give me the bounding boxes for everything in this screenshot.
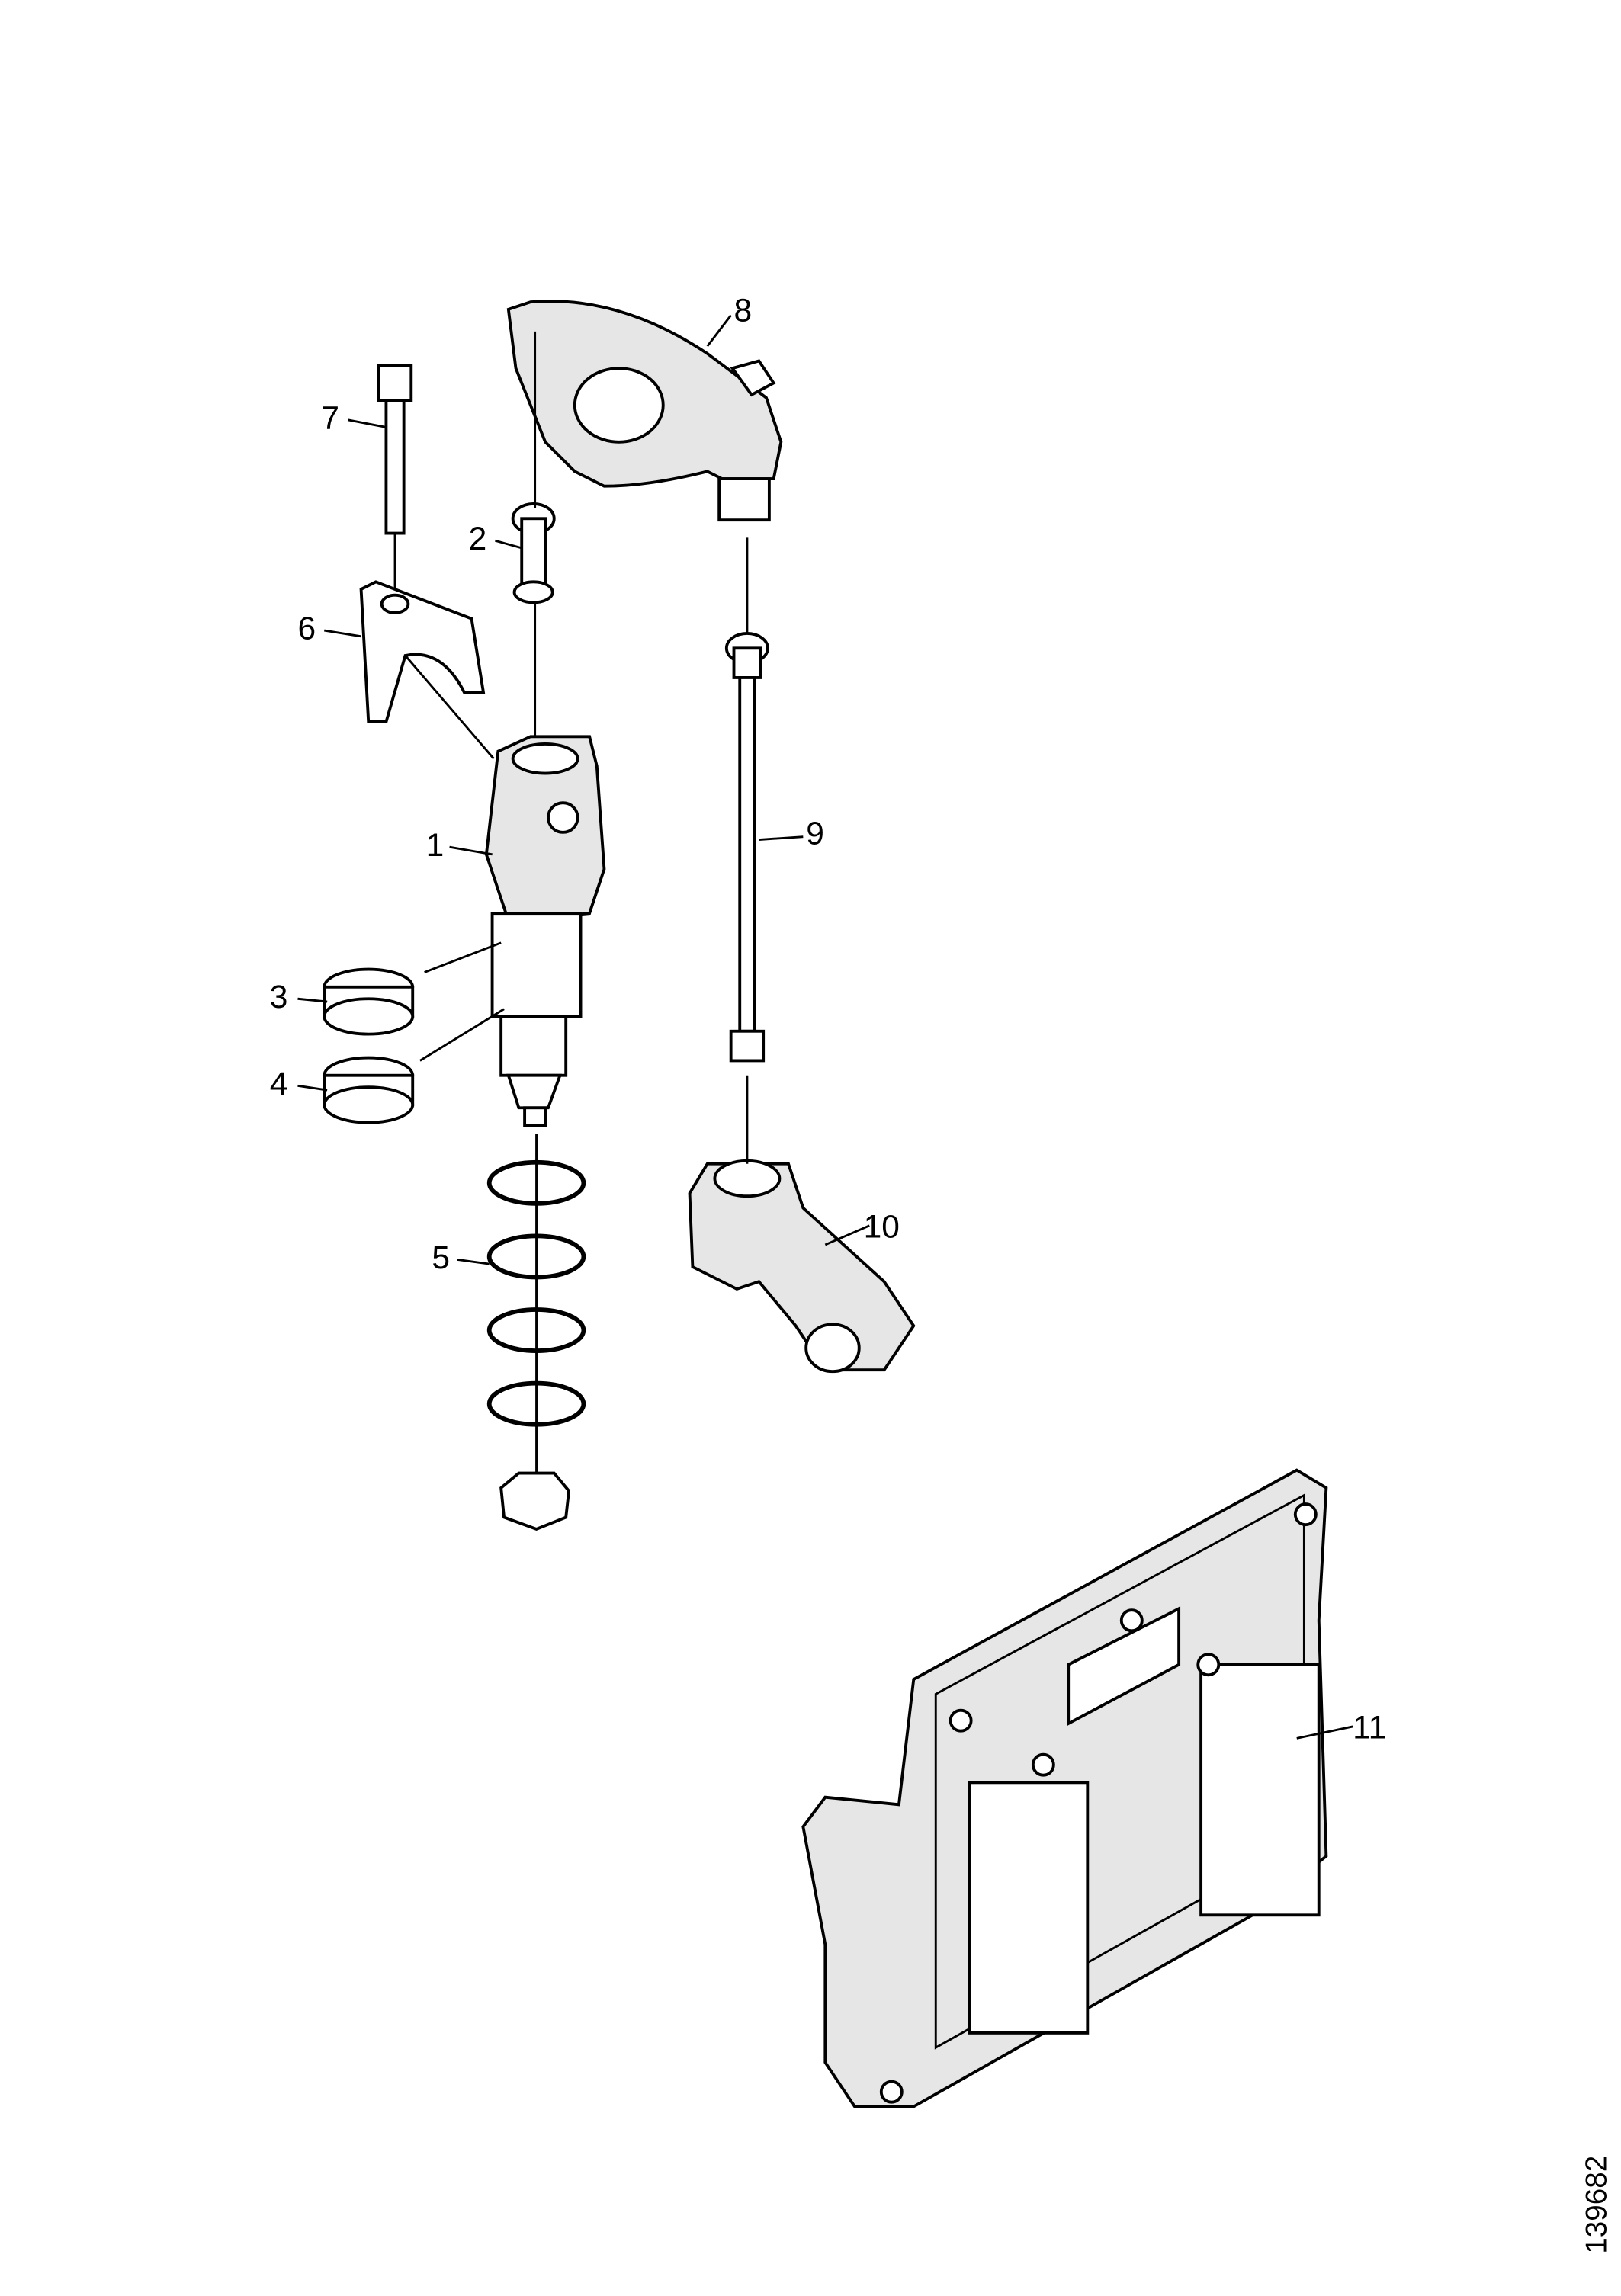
callout-6: 6 bbox=[297, 611, 316, 647]
callout-5: 5 bbox=[432, 1240, 450, 1276]
control-unit bbox=[801, 1468, 1328, 2108]
cam-follower bbox=[688, 1159, 916, 1374]
push-rod bbox=[724, 632, 769, 1063]
callout-7: 7 bbox=[321, 400, 339, 436]
callout-8: 8 bbox=[734, 293, 753, 329]
bolt bbox=[377, 364, 413, 535]
callout-9: 9 bbox=[806, 816, 824, 851]
push-pin bbox=[511, 502, 556, 604]
callout-4: 4 bbox=[270, 1066, 288, 1102]
callout-10: 10 bbox=[864, 1209, 900, 1245]
unit-injector bbox=[484, 735, 606, 1127]
figure-number: 139682 bbox=[1581, 2156, 1613, 2254]
callout-2: 2 bbox=[469, 521, 487, 557]
callout-1: 1 bbox=[426, 828, 445, 864]
callout-3: 3 bbox=[270, 980, 288, 1015]
clamp-yoke bbox=[359, 580, 486, 723]
o-rings bbox=[486, 1159, 586, 1531]
rocker-arm bbox=[506, 300, 783, 522]
leader-lines bbox=[297, 314, 1353, 1740]
sealing-rings bbox=[323, 967, 415, 1124]
callout-11: 11 bbox=[1353, 1710, 1386, 1746]
